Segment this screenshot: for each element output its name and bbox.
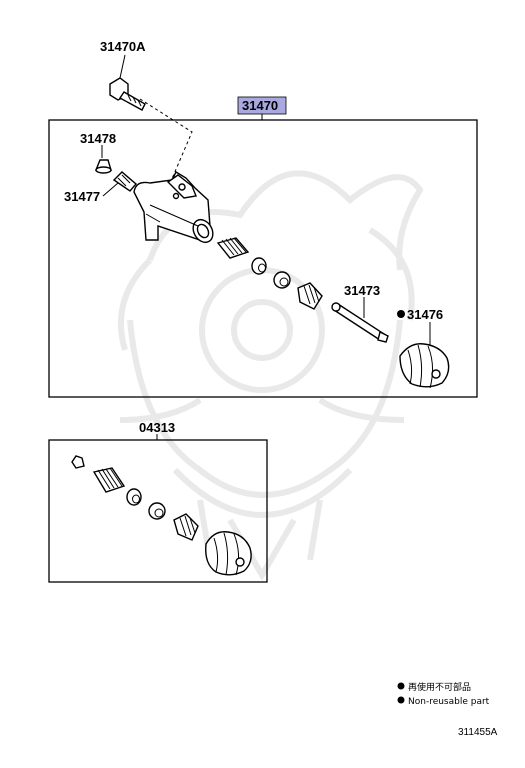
kit-cup-2	[148, 502, 166, 520]
cap-31478	[94, 159, 112, 174]
piston	[297, 282, 323, 310]
non-reusable-marker-icon	[397, 310, 405, 318]
spring	[216, 237, 250, 259]
label-31477: 31477	[64, 189, 100, 204]
bolt-31470a	[109, 77, 146, 111]
label-31470: 31470	[242, 98, 278, 113]
kit-spring	[92, 467, 126, 493]
label-31473: 31473	[344, 283, 380, 298]
assembly-box	[48, 119, 478, 398]
highlight-31470	[237, 96, 287, 115]
legend-bullet-icon	[397, 696, 405, 704]
label-04313: 04313	[139, 420, 175, 435]
piston-cup-1	[251, 257, 267, 275]
push-rod-31473	[331, 302, 389, 343]
legend-bullet-icon	[397, 682, 405, 690]
label-31476: 31476	[407, 307, 443, 322]
leader-lines	[101, 54, 431, 440]
kit-cup-1	[126, 488, 142, 506]
samurai-helmet-watermark	[117, 170, 424, 581]
boot-31476	[399, 343, 450, 389]
label-31470a: 31470A	[100, 39, 146, 54]
kit-plug	[71, 455, 85, 469]
figure-reference: 311455A	[458, 727, 498, 738]
label-31478: 31478	[80, 131, 116, 146]
piston-cup-2	[273, 271, 291, 289]
cylinder-body	[133, 171, 214, 244]
kit-box	[48, 439, 268, 583]
kit-boot	[205, 531, 252, 576]
bleeder-31477	[112, 171, 137, 192]
legend-jp: 再使用不可部品	[408, 681, 471, 693]
kit-piston	[173, 513, 199, 541]
bolt-leader-dashed	[139, 98, 193, 189]
legend-en: Non-reusable part	[408, 697, 490, 707]
